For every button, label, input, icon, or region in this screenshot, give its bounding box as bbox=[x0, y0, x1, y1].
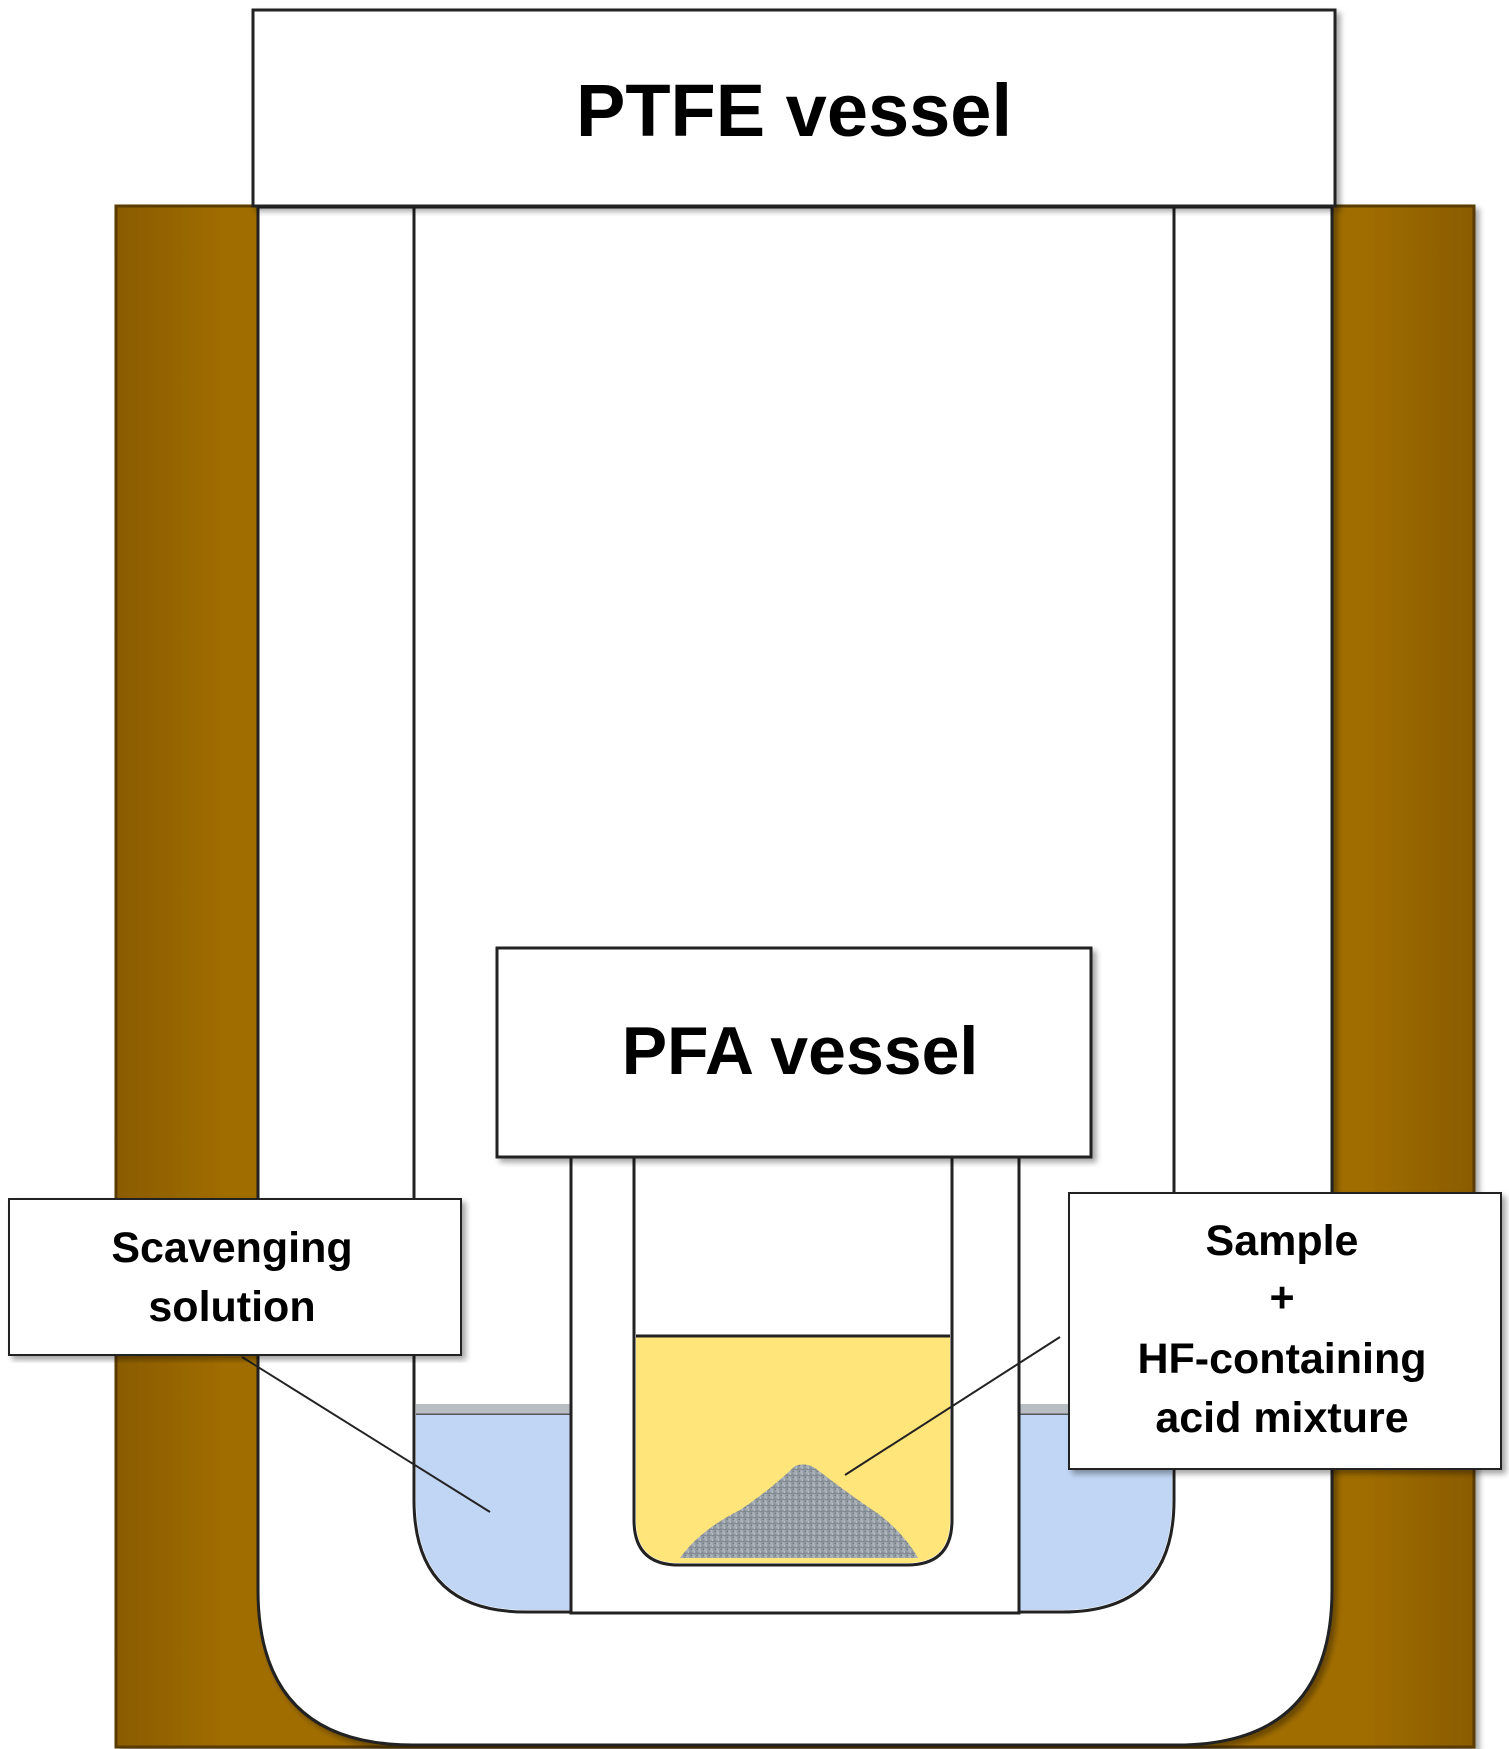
sample-label-line4: acid mixture bbox=[1155, 1394, 1408, 1442]
ptfe-vessel-label: PTFE vessel bbox=[576, 69, 1012, 152]
scavenging-leader-line bbox=[241, 1356, 491, 1513]
sample-label-line1: Sample bbox=[1206, 1217, 1359, 1265]
ptfe-vessel-cap bbox=[251, 8, 1337, 208]
pfa-vessel-label: PFA vessel bbox=[622, 1013, 979, 1089]
sample-callout-box bbox=[1068, 1192, 1502, 1470]
sample-powder bbox=[680, 1464, 918, 1558]
scavenging-label-line2: solution bbox=[148, 1283, 315, 1331]
sample-label-line2: + bbox=[1269, 1274, 1294, 1322]
pfa-vessel-cap bbox=[495, 946, 1093, 1159]
acid-mixture bbox=[636, 1336, 950, 1563]
sample-leader-line bbox=[844, 1336, 1061, 1476]
sample-label-line3: HF-containing bbox=[1137, 1335, 1426, 1383]
scavenging-label-line1: Scavenging bbox=[111, 1224, 352, 1272]
scavenging-callout-box bbox=[8, 1198, 462, 1356]
